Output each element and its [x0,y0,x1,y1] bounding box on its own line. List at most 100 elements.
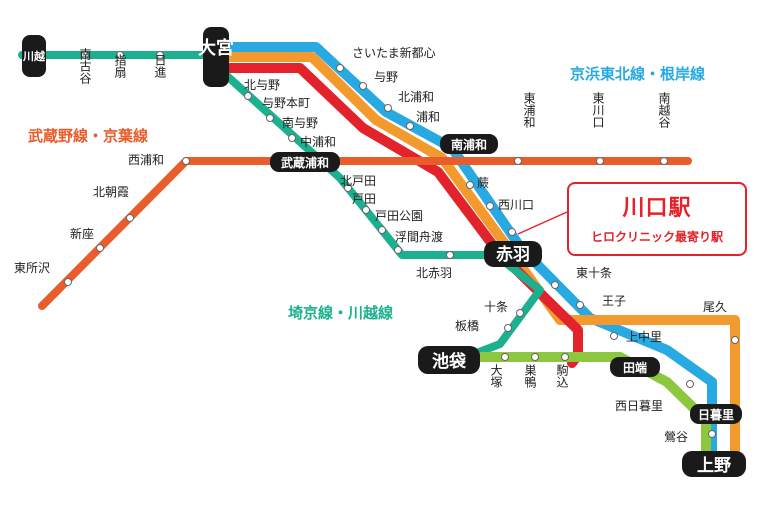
station-label-kita-yono: 北与野 [244,78,280,92]
station-dot [486,202,494,210]
saikyo-line-label: 埼京線・川越線 [288,304,393,322]
station-dot [551,281,559,289]
station-label-nishi-urawa: 西浦和 [128,153,164,167]
station-dot [64,278,72,286]
station-label-higashi-kawaguchi: 東川口 [591,92,605,128]
station-dot [561,353,569,361]
station-dot [466,181,474,189]
callout-title: 川口駅 [622,196,692,221]
station-dot [359,82,367,90]
station-dot [531,353,539,361]
station-dot [686,380,694,388]
station-label-otsuka: 大塚 [489,364,503,388]
station-label-oku: 尾久 [703,300,727,314]
station-dot [244,92,252,100]
station-label-warabi: 蕨 [477,176,489,190]
station-dot [116,51,124,59]
station-dot [182,157,190,165]
station-label-kita-toda: 北戸田 [340,174,376,188]
station-dot [504,324,512,332]
station-dot [514,157,522,165]
station-label-itabashi: 板橋 [455,319,479,333]
station-label-oji: 王子 [602,294,626,308]
callout-pointer [517,211,568,235]
nippori-hub-label: 日暮里 [698,407,734,422]
station-dot [394,246,402,254]
station-label-higashi-jujo: 東十条 [576,266,612,280]
kawaguchi-callout[interactable]: 川口駅 ヒロクリニック最寄り駅 [567,182,747,256]
station-label-minami-yono: 南与野 [282,115,318,130]
station-label-nishi-nippori: 西日暮里 [615,399,663,413]
station-dot [596,157,604,165]
station-label-sugamo: 巣鴨 [523,364,537,389]
shonan-shinjuku-line [220,63,583,368]
akabane-hub[interactable]: 赤羽 [484,241,542,267]
station-dot [406,122,414,130]
ueno-hub[interactable]: 上野 [682,451,746,477]
station-dot [516,309,524,317]
station-dot [126,214,134,222]
ueno-hub-label: 上野 [697,456,731,476]
station-dot [576,301,584,309]
station-label-nisshin: 日進 [153,54,167,79]
station-dot [446,251,454,259]
musashino-line-label: 武蔵野線・京葉線 [28,127,148,145]
akabane-hub-label: 赤羽 [496,244,530,265]
ikebukuro-hub[interactable]: 池袋 [418,346,480,374]
station-dot [81,51,89,59]
callout-subtitle: ヒロクリニック最寄り駅 [590,230,723,244]
station-label-nishi-kawaguchi: 西川口 [498,198,534,212]
station-label-minami-furuya: 南古谷 [78,47,92,85]
station-label-toda-koen: 戸田公園 [375,209,423,223]
station-dot [362,206,370,214]
station-label-higashi-urawa: 東浦和 [522,92,536,128]
musashi-urawa-hub[interactable]: 武蔵浦和 [270,152,340,172]
station-dot [156,51,164,59]
station-label-saitama-shintoshin: さいたま新都心 [352,45,436,60]
station-dot [731,336,739,344]
station-dot [610,332,618,340]
keihin-line-label: 京浜東北線・根岸線 [570,65,705,83]
station-label-ukima-funado: 浮間舟渡 [395,229,443,244]
station-label-yono-honmachi: 与野本町 [262,96,310,110]
station-label-higashi-tokorozawa: 東所沢 [14,261,50,275]
musashi-urawa-hub-label: 武蔵浦和 [281,155,329,170]
station-dot [708,430,716,438]
utsunomiya-line [213,52,740,465]
station-dot [660,157,668,165]
station-dots [64,51,739,438]
station-dot [508,228,516,236]
nippori-hub[interactable]: 日暮里 [690,404,742,424]
station-label-urawa: 浦和 [416,110,440,124]
station-label-kita-akabane: 北赤羽 [416,266,452,280]
tabata-hub[interactable]: 田端 [610,357,660,377]
station-label-niiza: 新座 [70,226,94,241]
station-dot [336,64,344,72]
station-label-komagome: 駒込 [555,364,569,388]
kawagoe-hub-label: 川越 [22,49,46,63]
ikebukuro-hub-label: 池袋 [432,351,467,372]
station-label-sashiogi: 指扇 [113,53,127,79]
minami-urawa-hub-label: 南浦和 [451,137,487,152]
station-label-yono: 与野 [374,70,398,84]
station-dot [266,114,274,122]
station-label-kita-asaka: 北朝霞 [93,185,129,199]
omiya-hub[interactable]: 大宮 [198,27,234,87]
station-label-uguisudani: 鶯谷 [664,429,688,444]
tabata-hub-label: 田端 [623,360,647,375]
kawagoe-hub[interactable]: 川越 [22,35,46,77]
station-dot [344,184,352,192]
station-label-minami-koshigaya: 南越谷 [657,91,671,129]
minami-urawa-hub[interactable]: 南浦和 [440,134,498,154]
station-dot [288,134,296,142]
station-label-toda: 戸田 [352,192,376,206]
station-label-kita-urawa: 北浦和 [398,90,434,104]
omiya-hub-label: 大宮 [198,37,234,59]
station-dot [96,244,104,252]
station-label-kami-nakazato: 上中里 [626,329,662,344]
station-dot [501,353,509,361]
station-dot [378,226,386,234]
station-label-naka-urawa: 中浦和 [300,134,336,149]
station-dot [384,104,392,112]
